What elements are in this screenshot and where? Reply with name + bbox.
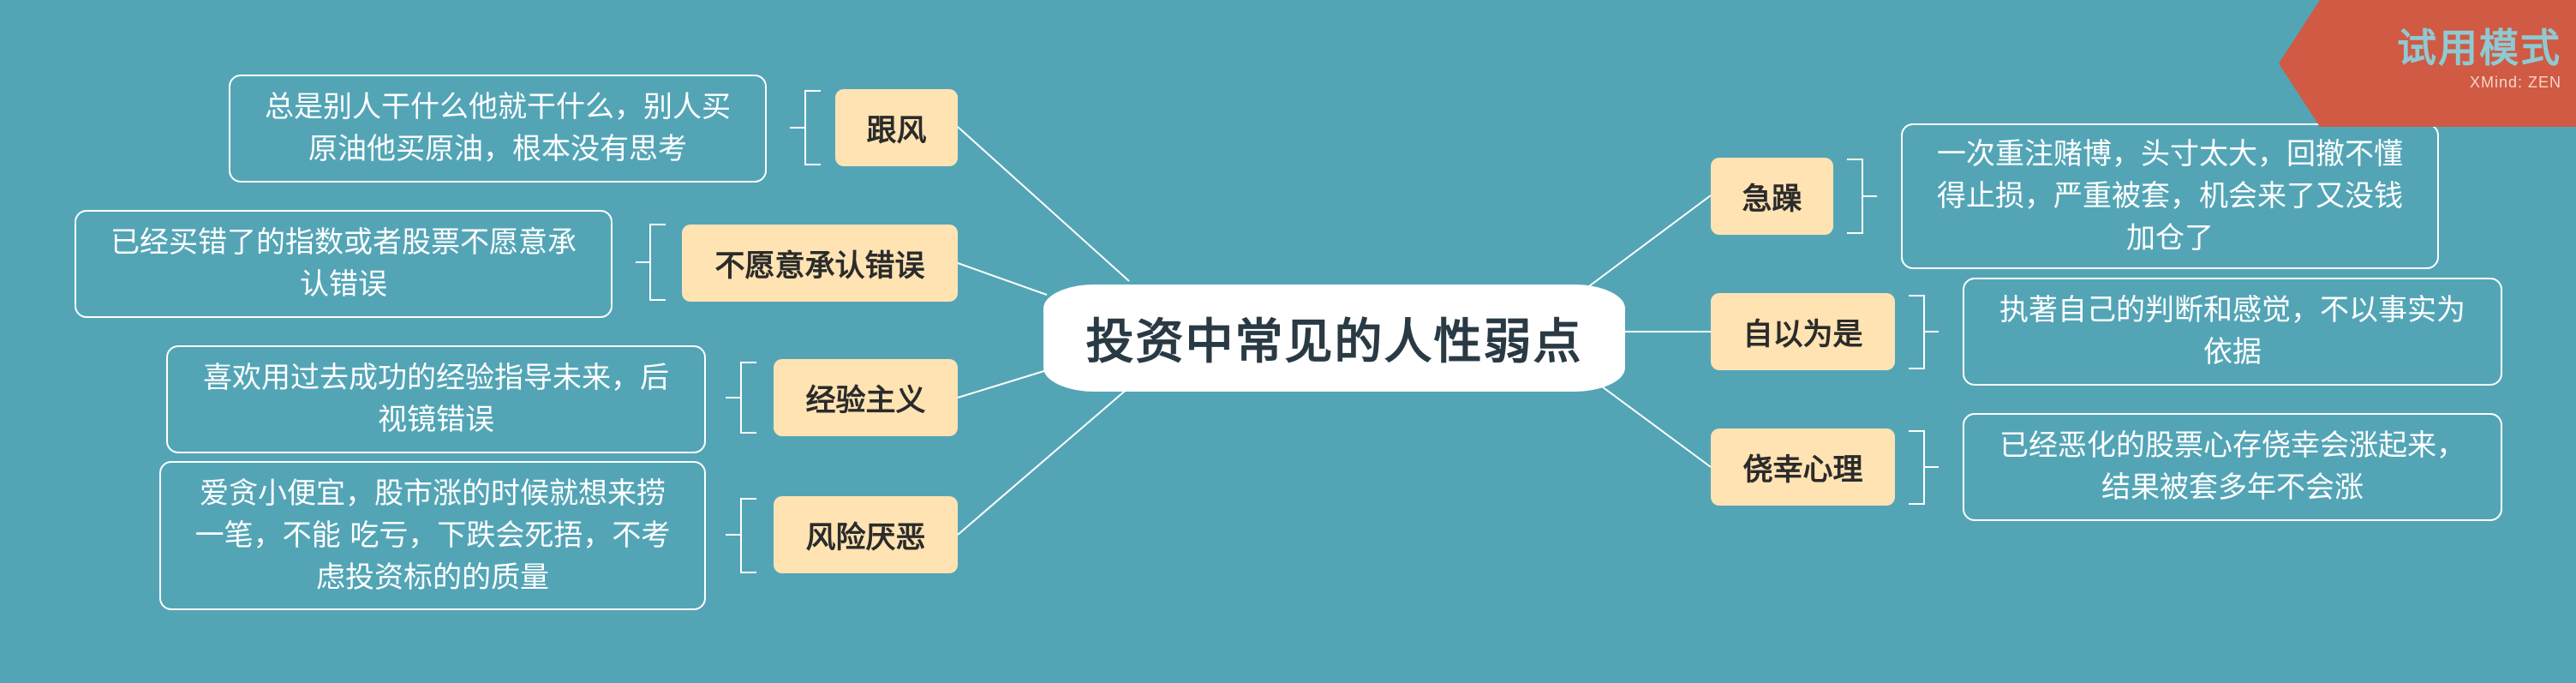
topic-ji-zao[interactable]: 急躁: [1711, 158, 1833, 235]
note-line: 执著自己的判断和感觉，不以事实为: [1999, 293, 2465, 327]
bracket-zi-yi-wei-shi: [1909, 295, 1939, 369]
note-ji-zao: 一次重注赌博，头寸太大，回撤不懂 得止损，严重被套，机会来了又没钱 加仓了: [1901, 123, 2439, 269]
watermark-title: 试用模式: [2397, 25, 2561, 71]
note-line: 已经恶化的股票心存侥幸会涨起来，: [1999, 428, 2465, 463]
note-line: 一笔，不能 吃亏，下跌会死捂，不考: [194, 518, 671, 553]
connector-central-to-jing-yan: [957, 369, 1048, 398]
watermark-subtitle: XMind: ZEN: [2469, 74, 2561, 91]
bracket-jiao-xing: [1909, 430, 1939, 505]
topic-zi-yi-wei-shi[interactable]: 自以为是: [1711, 293, 1895, 370]
note-line: 结果被套多年不会涨: [2101, 470, 2364, 505]
bracket-feng-xian: [726, 498, 756, 573]
note-zi-yi-wei-shi: 执著自己的判断和感觉，不以事实为 依据: [1963, 278, 2502, 386]
topic-jing-yan-zhu-yi[interactable]: 经验主义: [774, 359, 958, 436]
note-line: 原油他买原油，根本没有思考: [308, 132, 687, 166]
connector-central-to-feng-xian: [957, 386, 1130, 536]
connector-central-to-jiao-xing: [1588, 376, 1712, 468]
note-line: 认错误: [300, 267, 387, 302]
bracket-ji-zao: [1847, 159, 1877, 234]
note-bu-yuan-yi-cheng-ren-cuo-wu: 已经买错了的指数或者股票不愿意承 认错误: [75, 210, 613, 318]
note-feng-xian-yan-wu: 爱贪小便宜，股市涨的时候就想来捞 一笔，不能 吃亏，下跌会死捂，不考 虑投资标的…: [159, 461, 706, 610]
note-line: 加仓了: [2126, 220, 2214, 255]
central-topic[interactable]: 投资中常见的人性弱点: [1043, 285, 1625, 392]
note-line: 总是别人干什么他就干什么，别人买: [265, 90, 731, 124]
topic-jiao-xing-xin-li[interactable]: 侥幸心理: [1711, 428, 1895, 506]
connector-central-to-ji-zao: [1588, 195, 1712, 287]
note-line: 爱贪小便宜，股市涨的时候就想来捞: [200, 476, 666, 511]
note-jing-yan-zhu-yi: 喜欢用过去成功的经验指导未来，后 视镜错误: [166, 345, 706, 453]
note-gen-feng: 总是别人干什么他就干什么，别人买 原油他买原油，根本没有思考: [229, 75, 767, 183]
watermark-badge: [2279, 0, 2576, 127]
topic-gen-feng[interactable]: 跟风: [835, 89, 958, 166]
note-line: 虑投资标的的质量: [316, 560, 549, 595]
note-line: 已经买错了的指数或者股票不愿意承: [111, 225, 577, 260]
note-line: 喜欢用过去成功的经验指导未来，后: [203, 361, 669, 395]
bracket-bu-yuan-yi: [636, 224, 666, 301]
note-line: 依据: [2203, 335, 2262, 369]
note-line: 一次重注赌博，头寸太大，回撤不懂: [1937, 136, 2403, 171]
note-line: 视镜错误: [378, 403, 494, 437]
connector-central-to-bu-yuan-yi: [957, 262, 1048, 296]
note-jiao-xing-xin-li: 已经恶化的股票心存侥幸会涨起来， 结果被套多年不会涨: [1963, 413, 2502, 521]
bracket-gen-feng: [790, 90, 821, 165]
topic-feng-xian-yan-wu[interactable]: 风险厌恶: [774, 496, 958, 573]
bracket-jing-yan: [726, 362, 756, 434]
topic-bu-yuan-yi-cheng-ren-cuo-wu[interactable]: 不愿意承认错误: [682, 225, 958, 302]
note-line: 得止损，严重被套，机会来了又没钱: [1937, 178, 2403, 213]
connector-central-to-gen-feng: [957, 126, 1130, 282]
